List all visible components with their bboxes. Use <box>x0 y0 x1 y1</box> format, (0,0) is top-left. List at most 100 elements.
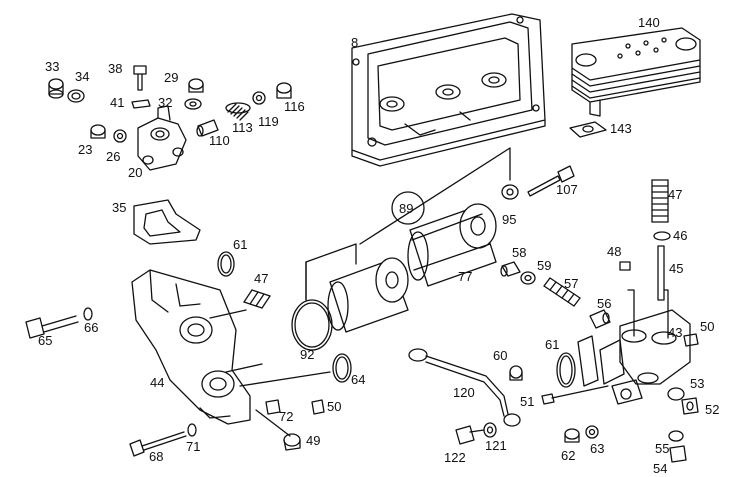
part-label-45: 45 <box>669 261 684 276</box>
washer-59-part <box>520 271 536 285</box>
part-label-47-top: 47 <box>668 187 683 202</box>
washer-71-part <box>187 423 197 437</box>
part-label-51: 51 <box>520 394 535 409</box>
part-label-65: 65 <box>38 333 53 348</box>
part-label-23: 23 <box>78 142 93 157</box>
part-label-8: 8 <box>351 35 359 50</box>
part-label-50-left: 50 <box>327 399 342 414</box>
cap-50-part <box>683 333 699 347</box>
part-label-63: 63 <box>590 441 605 456</box>
piston-110-part <box>196 119 219 137</box>
leader-64 <box>239 371 331 387</box>
banjo-part <box>611 379 643 405</box>
part-label-122: 122 <box>444 450 466 465</box>
plug-62-part <box>564 428 580 443</box>
part-label-54: 54 <box>653 461 668 476</box>
part-label-68: 68 <box>149 449 164 464</box>
leader-49 <box>255 409 291 437</box>
part-label-50-right: 50 <box>700 319 715 334</box>
part-label-120: 120 <box>453 385 475 400</box>
washer-95-part <box>501 184 519 200</box>
seal-61-right-part <box>556 352 576 388</box>
washer-26-part <box>113 129 127 143</box>
part-label-32: 32 <box>158 95 173 110</box>
part-label-64: 64 <box>351 372 366 387</box>
part-label-48: 48 <box>607 244 622 259</box>
plug-33-part <box>48 78 64 99</box>
plug-29-part <box>188 78 204 93</box>
fitting-54-part <box>669 445 687 463</box>
part-label-41: 41 <box>110 95 125 110</box>
rod-45-part <box>657 245 665 301</box>
part-label-38: 38 <box>108 61 123 76</box>
washer-63-part <box>585 425 599 439</box>
bolt-68-part <box>129 431 187 457</box>
part-label-110: 110 <box>209 133 230 148</box>
stem-51-part <box>541 385 609 405</box>
bracket-part <box>577 335 599 387</box>
filter-element-part <box>327 257 409 333</box>
spring-113-part <box>225 102 251 121</box>
washer-46-part <box>653 231 671 241</box>
part-label-47-left: 47 <box>254 271 269 286</box>
part-label-43: 43 <box>668 325 683 340</box>
washer-121-part <box>483 422 497 438</box>
shim-41-part <box>131 99 151 109</box>
part-label-121: 121 <box>485 438 507 453</box>
washer-32-part <box>184 98 202 110</box>
part-label-44: 44 <box>150 375 165 390</box>
pipe-120-part <box>408 348 521 427</box>
part-label-29: 29 <box>164 70 179 85</box>
plug-49-part <box>283 433 301 451</box>
part-label-143: 143 <box>610 121 632 136</box>
valve-body-20-part <box>137 105 187 171</box>
part-label-53: 53 <box>690 376 705 391</box>
washer-119-part <box>252 91 266 105</box>
plug-60-part <box>509 365 523 381</box>
gasket-35-part <box>133 199 201 245</box>
part-label-92: 92 <box>300 347 315 362</box>
filter-housing-cover-part <box>351 13 546 167</box>
washer-34-part <box>67 89 85 103</box>
washer-55-part <box>668 430 684 442</box>
part-label-66: 66 <box>84 320 99 335</box>
part-label-89: 89 <box>399 201 414 216</box>
cooler-gasket-part <box>569 121 607 138</box>
part-label-61-right: 61 <box>545 337 560 352</box>
spring-47-left-part <box>243 289 271 309</box>
washer-66-part <box>83 307 93 321</box>
part-label-72: 72 <box>279 409 294 424</box>
part-label-71: 71 <box>186 439 201 454</box>
seal-61-left-part <box>217 251 235 277</box>
piston-56-part <box>589 309 611 329</box>
part-label-107: 107 <box>556 182 578 197</box>
part-label-119: 119 <box>258 114 279 129</box>
plug-23-part <box>90 124 106 139</box>
cap-72-part <box>265 399 281 415</box>
part-label-95: 95 <box>502 212 517 227</box>
cap-50-left-part <box>311 399 325 415</box>
part-label-61-left: 61 <box>233 237 248 252</box>
seal-64-part <box>332 353 352 383</box>
part-label-60: 60 <box>493 348 508 363</box>
part-label-55: 55 <box>655 441 670 456</box>
bolt-107-part <box>527 165 575 197</box>
part-label-58: 58 <box>512 245 527 260</box>
part-label-26: 26 <box>106 149 121 164</box>
o-ring-92-part <box>291 299 333 351</box>
valve-housing-43-part <box>599 289 691 385</box>
part-label-33: 33 <box>45 59 60 74</box>
part-label-140: 140 <box>638 15 660 30</box>
part-label-20: 20 <box>128 165 143 180</box>
part-label-46: 46 <box>673 228 688 243</box>
plug-116-part <box>276 82 292 99</box>
plug-58-part <box>500 261 521 277</box>
part-label-56: 56 <box>597 296 612 311</box>
filter-element-77-part <box>407 203 497 287</box>
bolt-38-part <box>133 65 147 91</box>
part-label-52: 52 <box>705 402 720 417</box>
oil-cooler-part <box>571 27 701 117</box>
part-label-59: 59 <box>537 258 552 273</box>
